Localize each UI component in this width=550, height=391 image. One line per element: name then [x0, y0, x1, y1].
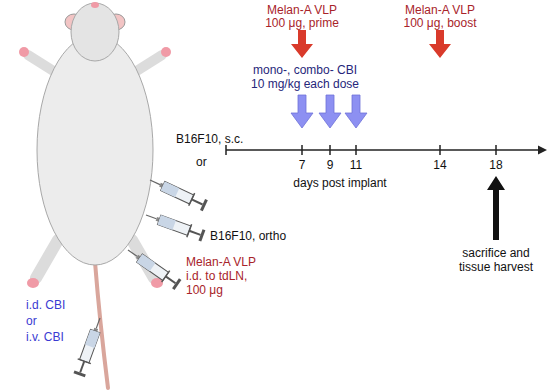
vlp-arrow [291, 30, 313, 58]
dose-label: Melan-A VLP [267, 3, 337, 17]
tick-label: 7 [299, 158, 306, 172]
syringe [147, 174, 208, 212]
mouse-illustration [19, 2, 171, 388]
treatment-label: 10 mg/kg each dose [251, 77, 359, 91]
mouse-arm [135, 55, 162, 72]
tick-label: 18 [489, 158, 502, 172]
endpoint-label: sacrifice and [462, 246, 529, 260]
tick-label: 9 [327, 158, 334, 172]
dose-label: 100 μg, prime [265, 16, 339, 30]
dose-label: Melan-A VLP [405, 3, 475, 17]
vlp-arrow [429, 30, 451, 58]
mouse-head [71, 3, 119, 61]
mouse-body [37, 35, 153, 265]
treatment-label: mono-, combo- CBI [253, 63, 357, 77]
mouse-paw [19, 47, 29, 57]
timeline-axis [226, 145, 547, 155]
syringe [73, 316, 107, 378]
injection-label: i.d. to tdLN, [186, 269, 247, 283]
tumor-label: B16F10, ortho [210, 229, 286, 243]
route-label: i.v. CBI [26, 330, 64, 344]
tick-label: 11 [350, 158, 362, 172]
mouse-leg [36, 240, 58, 278]
cbi-arrow [319, 95, 341, 128]
injection-label: Melan-A VLP [186, 255, 256, 269]
syringe [144, 208, 206, 242]
axis-title: days post implant [293, 176, 386, 190]
mouse-nose [91, 2, 99, 8]
mouse-foot [27, 278, 39, 288]
cbi-arrow [291, 95, 313, 128]
route-label: or [26, 314, 37, 328]
mouse-paw [161, 47, 171, 57]
tick-label: 14 [433, 158, 446, 172]
tumor-label: B16F10, s.c. [176, 132, 243, 146]
route-label: i.d. CBI [26, 298, 65, 312]
dose-label: 100 μg, boost [404, 16, 477, 30]
mouse-arm [28, 55, 55, 72]
endpoint-label: tissue harvest [459, 260, 533, 274]
injection-label: 100 μg [186, 283, 223, 297]
syringe [124, 244, 182, 290]
connector-word: or [196, 155, 207, 169]
cbi-arrow [345, 95, 367, 128]
sacrifice-arrow [487, 176, 505, 240]
